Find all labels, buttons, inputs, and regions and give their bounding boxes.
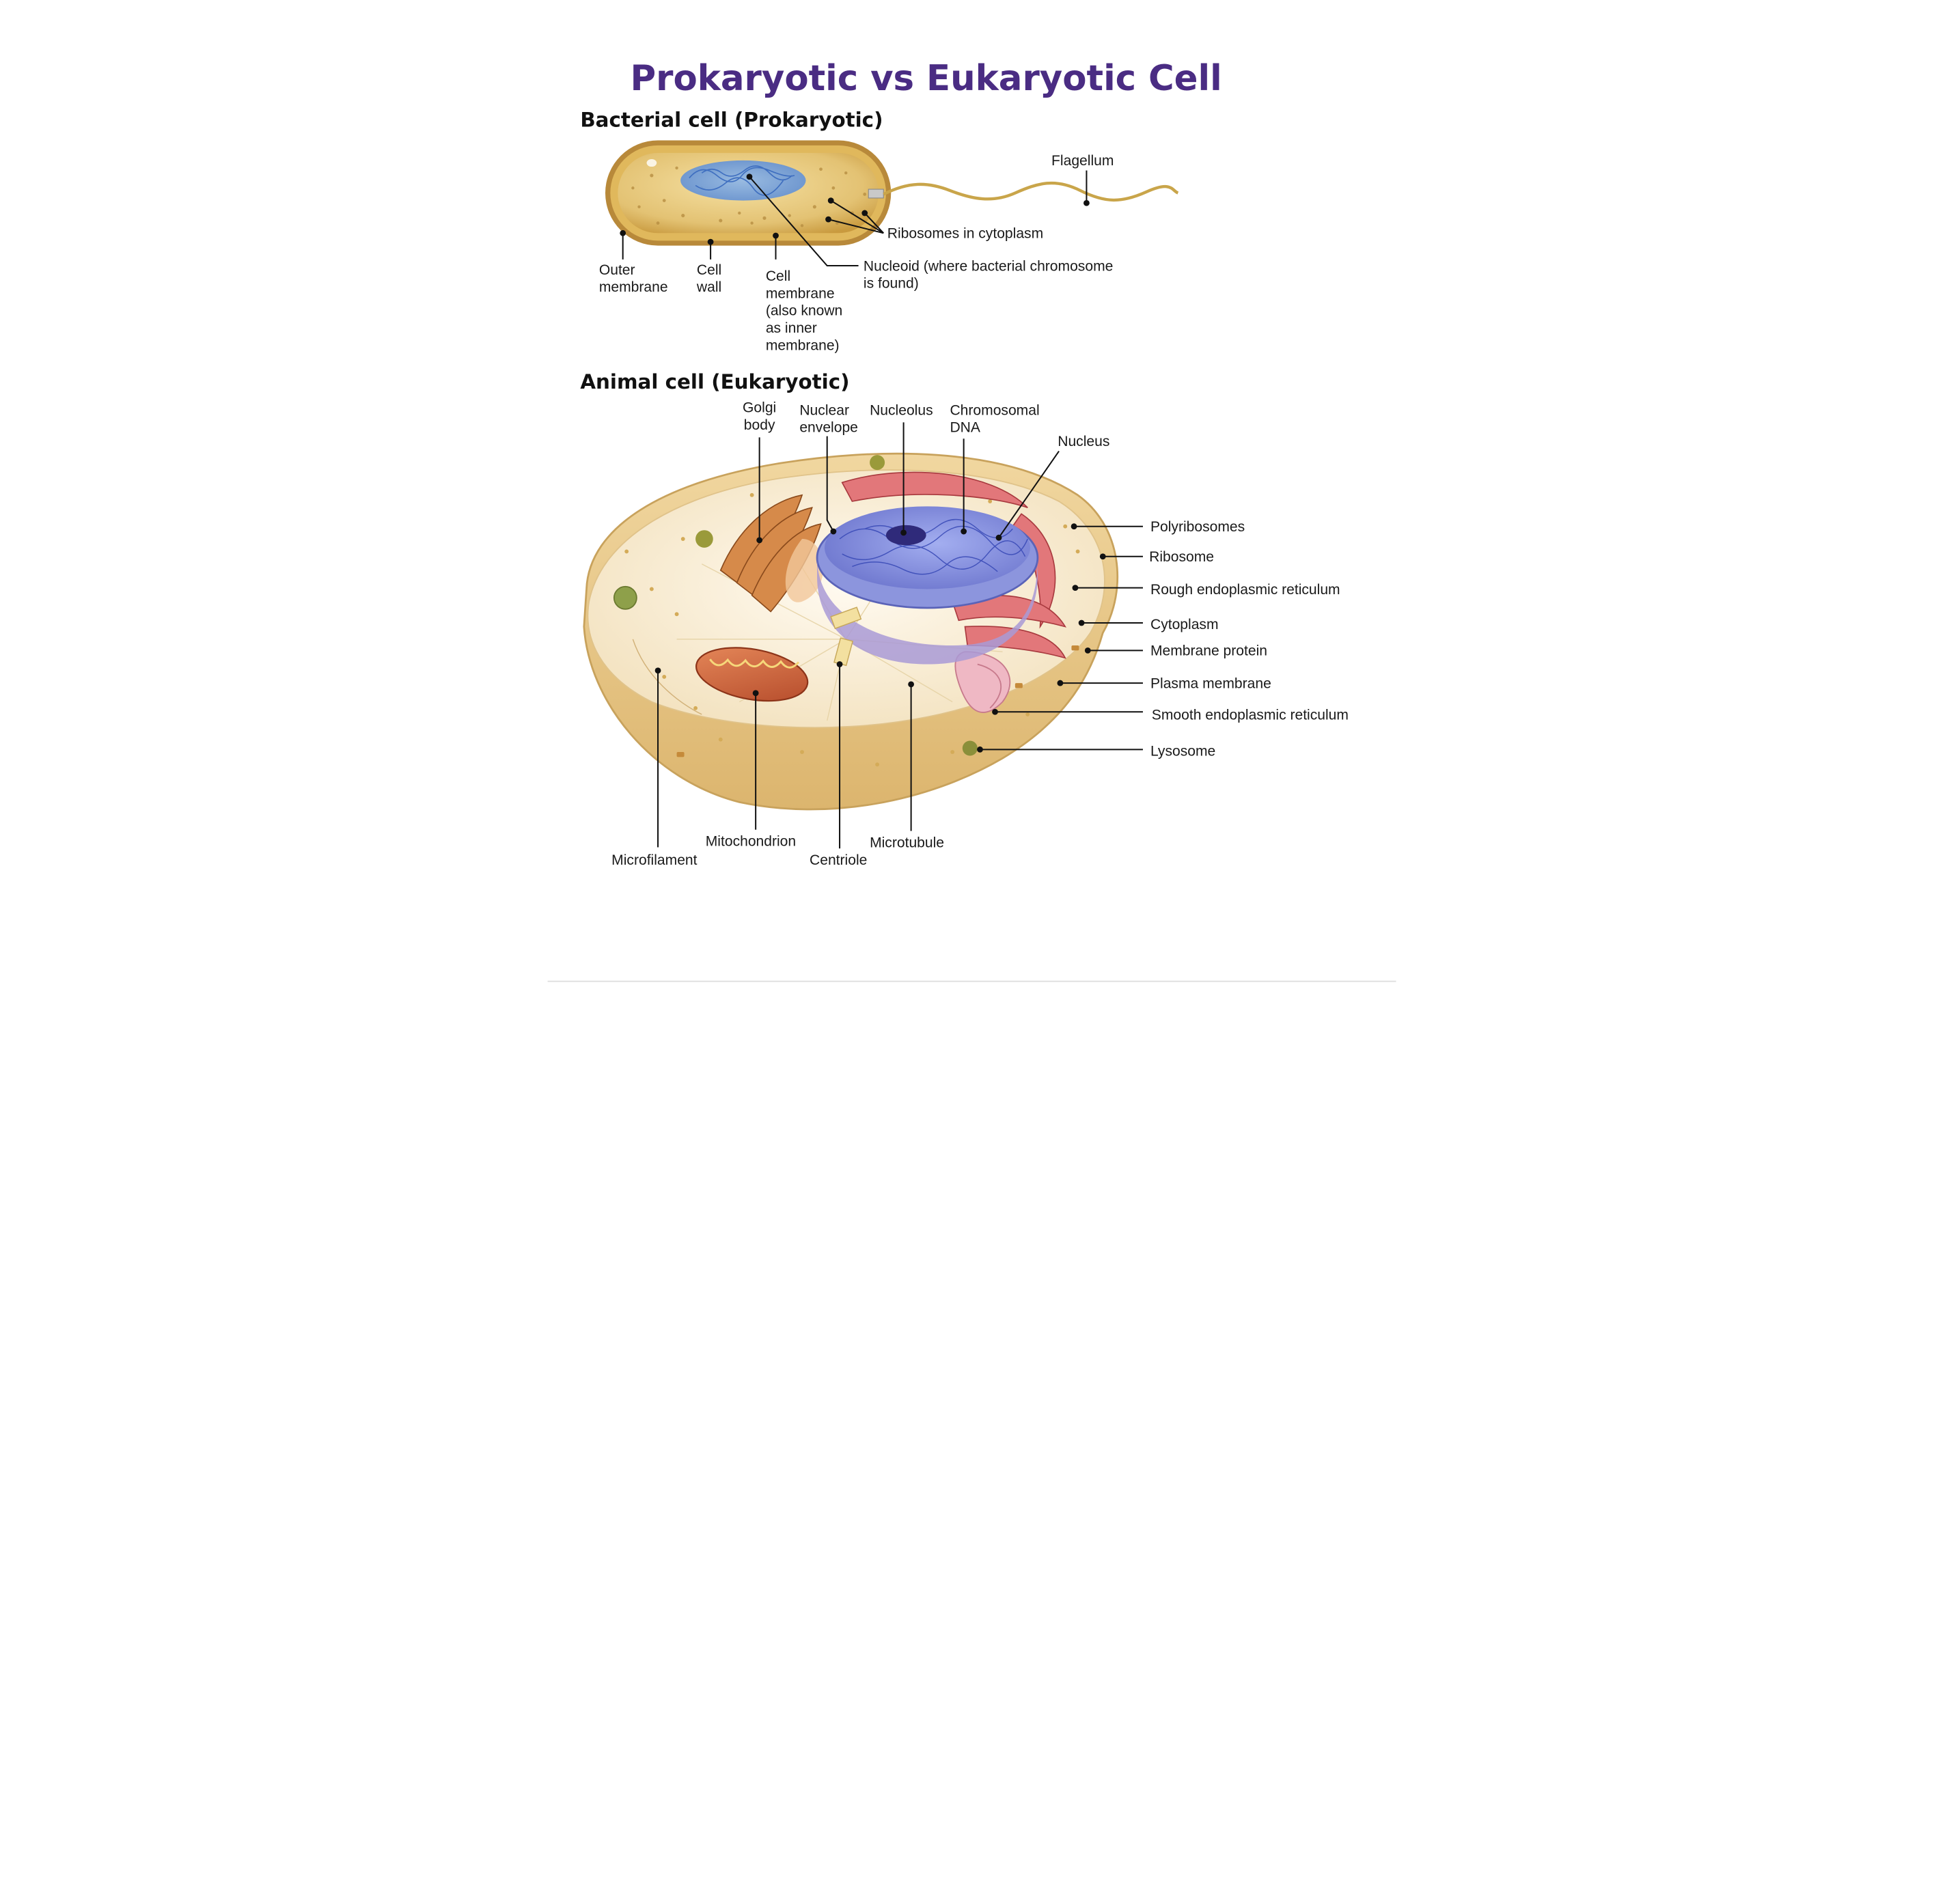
label-line: Outer [599,262,635,278]
label-microtubule: Microtubule [870,835,944,850]
label-line: Polyribosomes [1150,519,1245,535]
label-line: Microtubule [870,835,944,850]
label-flagellum: Flagellum [1051,153,1114,169]
page-title: Prokaryotic vs Eukaryotic Cell [631,58,1222,99]
cell-diagram: Prokaryotic vs Eukaryotic Cell Bacterial… [547,58,1396,982]
label-line: membrane [766,285,835,301]
label-line: envelope [799,420,858,436]
label-smooth-er: Smooth endoplasmic reticulum [1152,707,1349,723]
label-ribosome: Ribosome [1149,549,1214,565]
label-nucleus: Nucleus [1058,434,1109,449]
label-line: as inner [766,320,817,336]
bacterial-heading: Bacterial cell (Prokaryotic) [580,108,883,131]
label-line: Golgi [743,400,776,416]
label-centriole: Centriole [810,852,867,868]
label-line: Ribosomes in cytoplasm [887,226,1043,242]
label-lysosome: Lysosome [1150,744,1215,760]
label-line: Nucleolus [870,402,933,418]
label-line: Cell [697,262,721,278]
label-nucleoid: Nucleoid (where bacterial chromosome is f… [864,258,1113,291]
label-line: Chromosomal [950,402,1039,418]
label-line: Cell [766,268,790,284]
label-line: Nucleoid (where bacterial chromosome [864,258,1113,274]
label-cytoplasm: Cytoplasm [1150,617,1219,632]
label-line: DNA [950,420,980,436]
label-plasma-membrane: Plasma membrane [1150,675,1271,691]
label-line: Plasma membrane [1150,675,1271,691]
label-line: body [744,417,775,433]
animal-heading: Animal cell (Eukaryotic) [580,370,849,393]
label-mitochondrion: Mitochondrion [706,834,796,850]
label-line: Flagellum [1051,153,1114,169]
bacterial-leaders [620,170,1090,267]
bacterial-cell-illustration [605,140,1179,246]
bacterial-labels: Flagellum Ribosomes in cytoplasm Nucleoi… [599,153,1114,353]
label-rough-er: Rough endoplasmic reticulum [1150,582,1340,598]
animal-cell-illustration [583,452,1119,811]
label-line: Lysosome [1150,744,1215,760]
label-line: Microfilament [611,852,697,868]
label-microfilament: Microfilament [611,852,697,868]
label-line: Smooth endoplasmic reticulum [1152,707,1349,723]
animal-leaders [654,422,1143,849]
label-line: Ribosome [1149,549,1214,565]
label-polyribosomes: Polyribosomes [1150,519,1245,535]
label-line: Cytoplasm [1150,617,1219,632]
label-nuclear-envelope: Nuclear envelope [799,402,858,435]
label-line: is found) [864,276,919,292]
label-line: Nucleus [1058,434,1109,449]
label-membrane-protein: Membrane protein [1150,643,1267,659]
label-line: Membrane protein [1150,643,1267,659]
label-line: Rough endoplasmic reticulum [1150,582,1340,598]
label-line: Nuclear [799,402,849,418]
label-nucleolus: Nucleolus [870,402,933,418]
label-line: membrane [599,279,668,295]
label-line: Centriole [810,852,867,868]
label-line: membrane) [766,337,840,353]
label-ribosomes-in-cytoplasm: Ribosomes in cytoplasm [887,226,1043,242]
label-line: wall [696,279,721,295]
label-line: (also known [766,303,842,319]
label-line: Mitochondrion [706,834,796,850]
